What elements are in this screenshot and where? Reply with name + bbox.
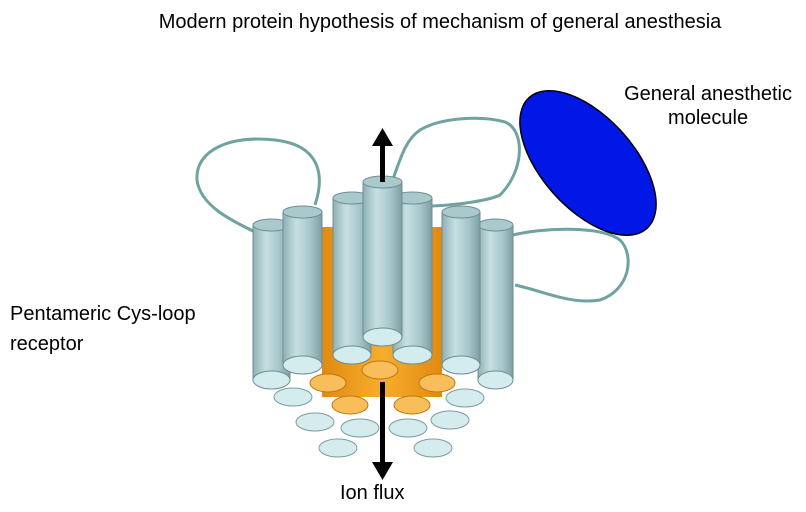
loop-top-right [390, 116, 521, 208]
helix-4 [362, 175, 403, 347]
diagram-title: Modern protein hypothesis of mechanism o… [158, 11, 722, 33]
anesthetic-molecule [519, 89, 657, 237]
molecule-label-line1: General anesthetic [624, 83, 792, 105]
loop-right [512, 227, 630, 303]
ion-flux-arrow [372, 128, 393, 480]
helix-2 [282, 205, 323, 375]
loop-left [195, 137, 321, 234]
helix-7 [477, 218, 514, 390]
receptor-label-line2: receptor [10, 333, 84, 355]
receptor-label: Pentameric Cys-loop receptor [10, 302, 196, 356]
bottom-caps [273, 387, 485, 458]
receptor-label-line1: Pentameric Cys-loop [10, 303, 196, 325]
molecule-label-line2: molecule [668, 107, 749, 129]
ion-flux-label: Ion flux [340, 482, 405, 504]
molecule-label: General anesthetic molecule [624, 82, 792, 130]
pore-caps [309, 360, 456, 415]
helix-6 [441, 205, 481, 375]
helices [252, 175, 514, 390]
extracellular-loops [195, 116, 630, 303]
